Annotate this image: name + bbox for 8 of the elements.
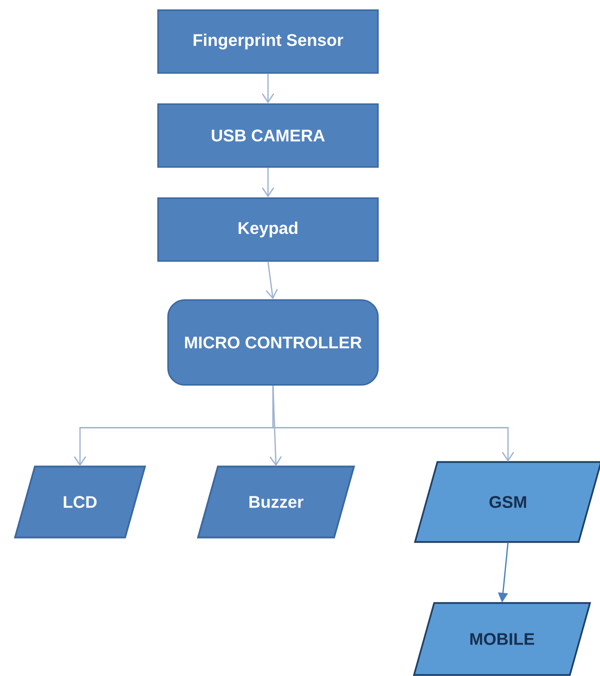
arrow [262, 74, 274, 104]
process-box: USB CAMERA [157, 103, 379, 168]
process-box: Keypad [157, 197, 379, 262]
arrow [266, 262, 278, 300]
arrow [262, 168, 274, 198]
process-box: Fingerprint Sensor [157, 9, 379, 74]
controller-box: MICRO CONTROLLER [167, 299, 379, 386]
arrow [272, 386, 514, 462]
